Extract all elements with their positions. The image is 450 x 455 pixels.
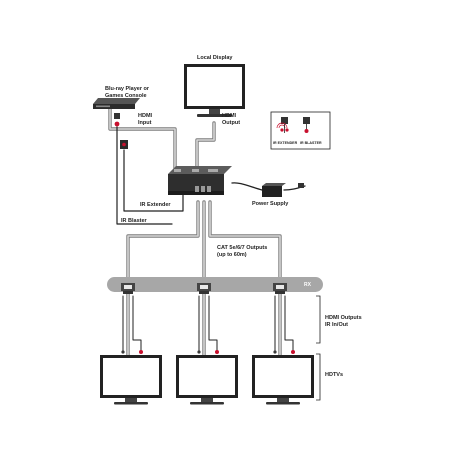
- cat-outputs-label: CAT 5e/6/7 Outputs (up to 60m): [217, 245, 268, 258]
- splitter-device: [168, 166, 232, 195]
- legend-ir-extender-label: IR EXTENDER: [273, 141, 298, 145]
- rx-ir-cables: [122, 295, 294, 353]
- hdtv-2: [176, 350, 238, 405]
- rx-hdmi-cables: [126, 292, 282, 357]
- ir-blaster-device: [114, 113, 128, 149]
- rx-label: RX: [304, 282, 311, 288]
- ir-extender-label: IR Extender: [140, 202, 171, 208]
- hdtvs-label: HDTVs: [325, 372, 344, 378]
- power-supply: [262, 183, 304, 197]
- hdmi-input-cable: [108, 98, 177, 170]
- local-display: [184, 64, 245, 117]
- bracket-outputs: [316, 295, 321, 344]
- ir-extender-cable: [123, 149, 184, 212]
- receiver-2: [197, 283, 211, 294]
- ir-blaster-cable: [116, 126, 173, 225]
- hdmi-outputs-ir-label: HDMI Outputs IR In/Out: [325, 315, 362, 328]
- hdmi-output-label: HDMI Output: [222, 113, 241, 126]
- brackets: [316, 295, 321, 401]
- bracket-hdtvs: [316, 353, 321, 401]
- hdtv-3: [252, 350, 314, 405]
- power-supply-label: Power Supply: [252, 201, 289, 207]
- cables: [108, 98, 306, 357]
- legend-ir-blaster-label: IR BLASTER: [300, 141, 322, 145]
- cat-cables: [126, 200, 282, 290]
- receiver-1: [121, 283, 135, 294]
- hdtv-1: [100, 350, 162, 405]
- ir-blaster-label: IR Blaster: [121, 218, 147, 224]
- local-display-label: Local Display: [197, 55, 233, 61]
- hdtvs: [100, 350, 314, 405]
- source-device-label: Blu-ray Player or Games Console: [105, 86, 150, 99]
- hdmi-output-cable: [195, 121, 216, 170]
- hdmi-input-label: HDMI Input: [138, 113, 153, 126]
- rx-band: [107, 277, 323, 292]
- receiver-3: [273, 283, 287, 294]
- ir-legend-box: [270, 111, 331, 150]
- receivers: [121, 283, 287, 294]
- bluray-player: [93, 98, 140, 109]
